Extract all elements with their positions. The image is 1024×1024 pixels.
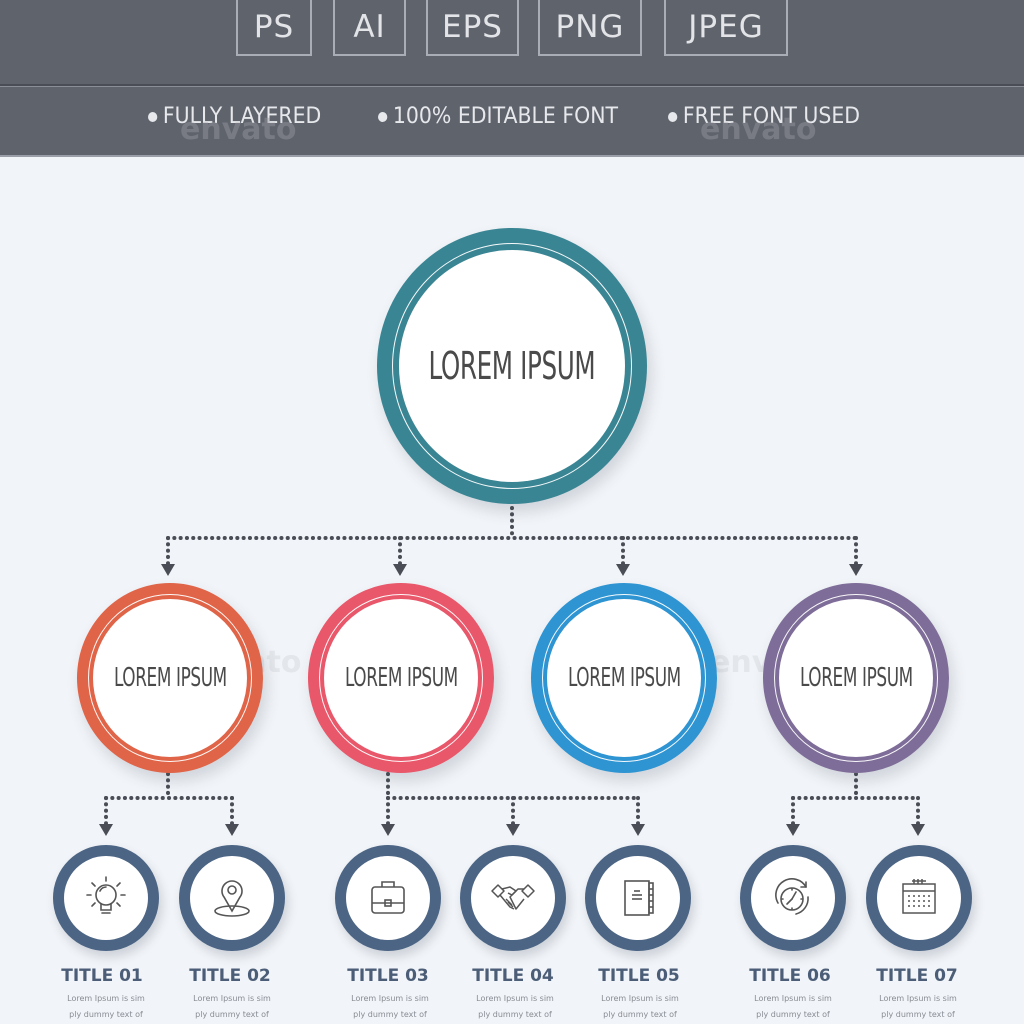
leaf-description: ply dummy text of bbox=[353, 1010, 427, 1019]
leaf-node-4 bbox=[460, 845, 566, 951]
branch-node-1: LOREM IPSUM bbox=[77, 583, 263, 773]
leaf-description: Lorem Ipsum is sim bbox=[601, 994, 679, 1003]
feature-free-font: FREE FONT USED bbox=[668, 104, 860, 129]
feature-label: FREE FONT USED bbox=[682, 104, 861, 129]
bullet-icon bbox=[378, 111, 388, 122]
leaf-node-3 bbox=[335, 845, 441, 951]
leaf-description: ply dummy text of bbox=[478, 1010, 552, 1019]
branch-node-label: LOREM IPSUM bbox=[113, 663, 227, 693]
format-badge-ps: PS bbox=[236, 0, 312, 56]
header-divider bbox=[0, 84, 1024, 86]
branch-node-label: LOREM IPSUM bbox=[344, 663, 458, 693]
handshake-icon bbox=[491, 884, 535, 910]
leaf-description: Lorem Ipsum is sim bbox=[67, 994, 145, 1003]
feature-editable-font: 100% EDITABLE FONT bbox=[378, 104, 618, 129]
leaf-description: Lorem Ipsum is sim bbox=[476, 994, 554, 1003]
leaf-title: TITLE 01 bbox=[61, 966, 143, 986]
branch-node-label: LOREM IPSUM bbox=[567, 663, 681, 693]
header-formats-bar bbox=[0, 0, 1024, 84]
notebook-icon bbox=[624, 880, 654, 916]
leaf-description: Lorem Ipsum is sim bbox=[879, 994, 957, 1003]
feature-label: FULLY LAYERED bbox=[162, 104, 322, 129]
root-node-label: LOREM IPSUM bbox=[428, 344, 596, 388]
header-features-bar bbox=[0, 87, 1024, 156]
bullet-icon bbox=[148, 111, 158, 122]
calendar-icon bbox=[902, 879, 936, 914]
root-node: LOREM IPSUM bbox=[377, 228, 647, 504]
feature-label: 100% EDITABLE FONT bbox=[392, 104, 619, 129]
branch-node-4: LOREM IPSUM bbox=[763, 583, 949, 773]
leaf-node-5 bbox=[585, 845, 691, 951]
leaf-description: ply dummy text of bbox=[195, 1010, 269, 1019]
branch-node-3: LOREM IPSUM bbox=[531, 583, 717, 773]
format-badge-png: PNG bbox=[538, 0, 642, 56]
leaf-description: ply dummy text of bbox=[603, 1010, 677, 1019]
leaf-title: TITLE 03 bbox=[347, 966, 429, 986]
lightbulb-icon bbox=[86, 876, 126, 914]
leaf-title: TITLE 05 bbox=[598, 966, 680, 986]
feature-fully-layered: FULLY LAYERED bbox=[148, 104, 321, 129]
branch-node-2: LOREM IPSUM bbox=[308, 583, 494, 773]
format-badge-jpeg: JPEG bbox=[664, 0, 788, 56]
map-pin-icon bbox=[214, 880, 250, 917]
leaf-title: TITLE 04 bbox=[472, 966, 554, 986]
header-divider-highlight bbox=[0, 86, 1024, 87]
clock-refresh-icon bbox=[775, 878, 809, 915]
format-badge-eps: EPS bbox=[426, 0, 519, 56]
branch-node-label: LOREM IPSUM bbox=[799, 663, 913, 693]
leaf-description: Lorem Ipsum is sim bbox=[193, 994, 271, 1003]
leaf-title: TITLE 06 bbox=[749, 966, 831, 986]
leaf-node-6 bbox=[740, 845, 846, 951]
leaf-description: ply dummy text of bbox=[69, 1010, 143, 1019]
leaf-title: TITLE 07 bbox=[876, 966, 958, 986]
header-edge bbox=[0, 155, 1024, 157]
leaf-title: TITLE 02 bbox=[189, 966, 271, 986]
leaf-node-7 bbox=[866, 845, 972, 951]
format-badge-ai: AI bbox=[333, 0, 406, 56]
leaf-description: Lorem Ipsum is sim bbox=[754, 994, 832, 1003]
leaf-node-2 bbox=[179, 845, 285, 951]
leaf-description: ply dummy text of bbox=[756, 1010, 830, 1019]
leaf-description: ply dummy text of bbox=[881, 1010, 955, 1019]
briefcase-icon bbox=[371, 881, 405, 914]
leaf-node-1 bbox=[53, 845, 159, 951]
bullet-icon bbox=[668, 111, 678, 122]
leaf-description: Lorem Ipsum is sim bbox=[351, 994, 429, 1003]
